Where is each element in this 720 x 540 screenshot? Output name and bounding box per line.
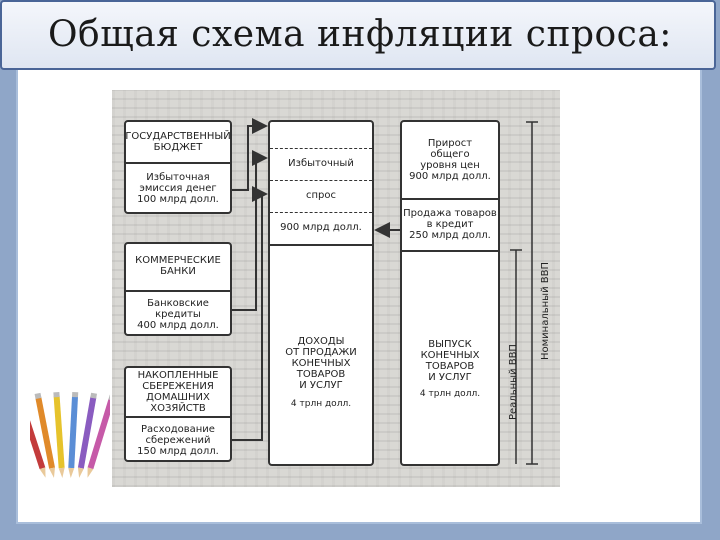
pencil-3	[68, 391, 79, 478]
household-savings-box: НАКОПЛЕННЫЕ СБЕРЕЖЕНИЯ ДОМАШНИХ ХОЗЯЙСТВ…	[124, 366, 232, 462]
divider	[126, 290, 230, 292]
income-value: 4 трлн долл.	[290, 398, 352, 409]
pencil-4	[77, 392, 98, 478]
dashed-line	[270, 180, 372, 181]
output-value: 4 трлн долл.	[419, 388, 481, 399]
pencil-body	[87, 398, 110, 470]
pencil-body	[35, 396, 55, 469]
household-savings-header: НАКОПЛЕННЫЕ СБЕРЕЖЕНИЯ ДОМАШНИХ ХОЗЯЙСТВ	[137, 370, 219, 414]
bank-credits-label: Банковские кредиты 400 млрд долл.	[137, 297, 219, 331]
pencil-body	[30, 398, 46, 470]
pencil-tip	[58, 467, 65, 478]
credit-sales-label: Продажа товаров в кредит 250 млрд долл.	[403, 207, 497, 241]
pencil-body	[53, 395, 65, 469]
commercial-banks-header: КОММЕРЧЕСКИЕ БАНКИ	[135, 255, 221, 277]
pencil-body	[77, 396, 97, 469]
pencil-tip	[87, 467, 94, 478]
pencil-cap	[34, 392, 42, 399]
excess-demand-label-2: спрос	[306, 189, 336, 201]
pencil-1	[34, 392, 55, 478]
pencil-tip	[77, 467, 84, 478]
dashed-line	[270, 212, 372, 213]
income-label: ДОХОДЫ ОТ ПРОДАЖИ КОНЕЧНЫХ ТОВАРОВ И УСЛ…	[285, 335, 357, 391]
commercial-banks-box: КОММЕРЧЕСКИЕ БАНКИ Банковские кредиты 40…	[124, 242, 232, 336]
state-budget-box: ГОСУДАРСТВЕННЫЙ БЮДЖЕТ Избыточная эмисси…	[124, 120, 232, 214]
excess-demand-value: 900 млрд долл.	[280, 221, 362, 233]
arrow-savings-to-demand	[232, 186, 268, 441]
pencil-cap	[71, 391, 79, 398]
output-prices-box: Прирост общего уровня цен 900 млрд долл.…	[400, 120, 500, 466]
output-label: ВЫПУСК КОНЕЧНЫХ ТОВАРОВ И УСЛУГ	[420, 339, 480, 383]
state-budget-header: ГОСУДАРСТВЕННЫЙ БЮДЖЕТ	[125, 131, 231, 153]
pencil-body	[68, 395, 79, 469]
pencil-cap	[90, 392, 98, 399]
pencil-tip	[68, 467, 75, 478]
price-growth-label: Прирост общего уровня цен 900 млрд долл.	[409, 138, 491, 182]
pencil-tip	[49, 467, 55, 478]
real-gdp-label: Реальный ВВП	[508, 344, 519, 420]
pencil-2	[53, 391, 65, 478]
slide-title: Общая схема инфляции спроса:	[48, 14, 672, 55]
diagram-connectors	[232, 118, 538, 465]
divider	[126, 162, 230, 164]
pencil-5	[87, 394, 110, 478]
excess-demand-label-1: Избыточный	[288, 157, 354, 169]
divider	[402, 250, 498, 252]
pencil-cap	[53, 391, 60, 398]
title-bar: Общая схема инфляции спроса:	[0, 0, 716, 70]
pencil-tip	[39, 467, 46, 478]
divider	[270, 244, 372, 246]
divider	[126, 416, 230, 418]
arrow-budget-to-demand	[232, 118, 268, 191]
pencils-icon	[30, 391, 110, 478]
demand-income-box: Избыточный спрос 900 млрд долл. ДОХОДЫ О…	[268, 120, 374, 466]
savings-spending-label: Расходование сбережений 150 млрд долл.	[137, 423, 219, 457]
arrow-banks-to-demand	[232, 150, 268, 311]
dashed-line	[270, 148, 372, 149]
divider	[402, 198, 498, 200]
excess-emission-label: Избыточная эмиссия денег 100 млрд долл.	[137, 171, 219, 205]
nominal-gdp-label: Номинальный ВВП	[540, 262, 551, 360]
inflation-diagram: ГОСУДАРСТВЕННЫЙ БЮДЖЕТ Избыточная эмисси…	[112, 90, 560, 487]
pencil-0	[30, 398, 46, 478]
